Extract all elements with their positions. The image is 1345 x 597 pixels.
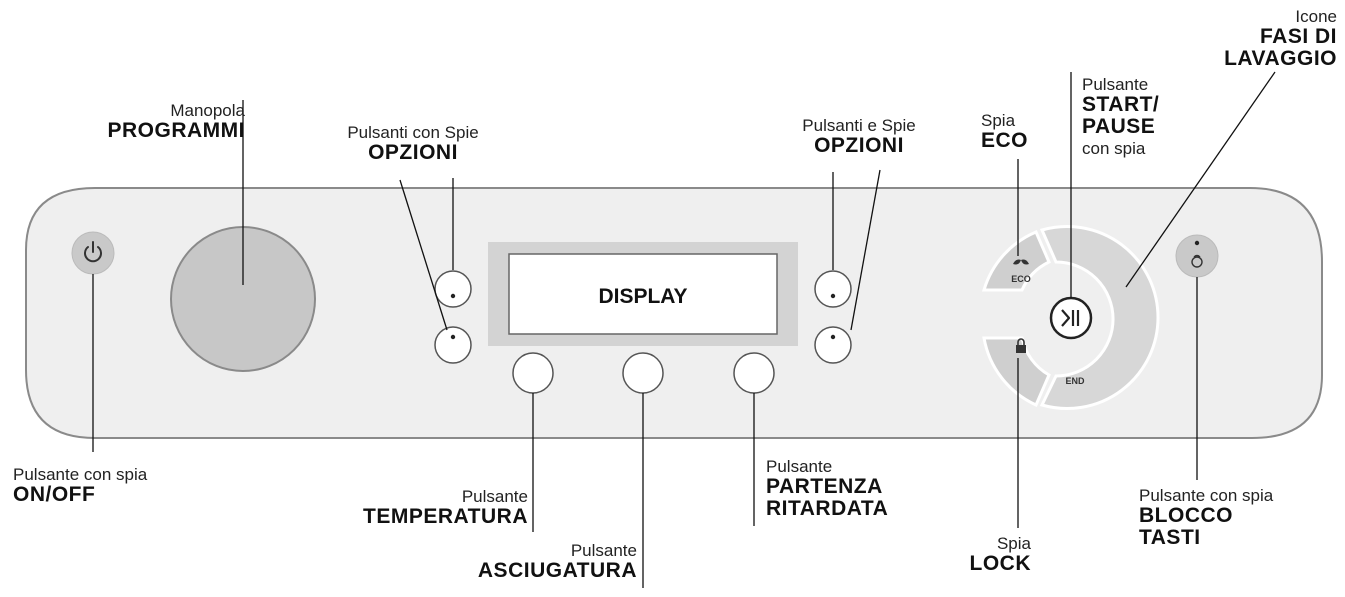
eco-icon-label: ECO xyxy=(1011,274,1031,284)
power-icon xyxy=(84,241,102,263)
key-lock-icon xyxy=(1191,254,1203,268)
label-on-off: Pulsante con spia ON/OFF xyxy=(13,466,147,506)
label-start-pause-small: Pulsante xyxy=(1082,75,1149,94)
label-partenza-bold-1: PARTENZA xyxy=(766,474,883,498)
label-start-pause-small-2: con spia xyxy=(1082,138,1146,158)
label-partenza-small: Pulsante xyxy=(766,457,833,476)
label-eco: Spia ECO xyxy=(981,112,1028,152)
label-on-off-small: Pulsante con spia xyxy=(13,465,148,484)
label-programmi-small: Manopola xyxy=(170,101,245,120)
label-fasi-bold-2: LAVAGGIO xyxy=(1224,46,1337,70)
wash-phases-ring xyxy=(1039,225,1160,410)
end-icon-label: END xyxy=(1065,376,1085,386)
eco-leaf-icon xyxy=(1013,259,1029,265)
label-asciugatura-small: Pulsante xyxy=(570,541,637,560)
label-programmi: Manopola PROGRAMMI xyxy=(108,102,246,142)
option-led-right-bottom xyxy=(830,334,836,340)
label-on-off-bold: ON/OFF xyxy=(13,482,96,506)
option-button-right-bottom[interactable] xyxy=(814,326,852,364)
label-opzioni-left-bold: OPZIONI xyxy=(368,140,458,164)
label-asciugatura: Pulsante ASCIUGATURA xyxy=(478,542,637,582)
label-start-pause-bold-2: PAUSE xyxy=(1082,114,1156,138)
option-led-left-bottom xyxy=(450,334,456,340)
lock-icon xyxy=(1016,338,1026,353)
label-asciugatura-bold: ASCIUGATURA xyxy=(477,558,637,582)
label-temperatura: Pulsante TEMPERATURA xyxy=(363,488,528,528)
key-lock-led xyxy=(1194,240,1200,246)
label-eco-bold: ECO xyxy=(981,128,1029,152)
display-label: DISPLAY xyxy=(598,285,687,308)
label-temperatura-bold: TEMPERATURA xyxy=(363,504,528,528)
label-blocco-bold-1: BLOCCO xyxy=(1139,503,1233,527)
leader-fasi xyxy=(1125,71,1276,288)
label-start-pause: Pulsante START/ PAUSE con spia xyxy=(1082,76,1159,158)
temperature-button[interactable] xyxy=(512,352,554,394)
label-fasi: Icone FASI DI LAVAGGIO xyxy=(1224,8,1337,70)
label-start-pause-bold-1: START/ xyxy=(1082,92,1160,116)
option-button-left-bottom[interactable] xyxy=(434,326,472,364)
option-led-right-top xyxy=(830,293,836,299)
label-opzioni-right-small: Pulsanti e Spie xyxy=(802,116,916,135)
option-button-right-top[interactable] xyxy=(814,270,852,308)
label-fasi-small: Icone xyxy=(1295,7,1337,26)
label-opzioni-left: Pulsanti con Spie OPZIONI xyxy=(333,124,493,164)
option-button-left-top[interactable] xyxy=(434,270,472,308)
label-partenza: Pulsante PARTENZA RITARDATA xyxy=(766,458,888,520)
label-opzioni-right-bold: OPZIONI xyxy=(814,133,904,157)
label-lock-small: Spia xyxy=(996,534,1031,553)
label-partenza-bold-2: RITARDATA xyxy=(766,496,889,520)
start-pause-button[interactable] xyxy=(1049,296,1093,340)
label-lock-bold: LOCK xyxy=(969,551,1031,575)
lock-segment xyxy=(982,336,1051,407)
delay-start-button[interactable] xyxy=(733,352,775,394)
play-pause-icon xyxy=(1061,309,1080,327)
drying-button[interactable] xyxy=(622,352,664,394)
option-led-left-top xyxy=(450,293,456,299)
label-opzioni-right: Pulsanti e Spie OPZIONI xyxy=(779,117,939,157)
label-eco-small: Spia xyxy=(981,111,1016,130)
label-programmi-bold: PROGRAMMI xyxy=(107,118,245,142)
label-fasi-bold-1: FASI DI xyxy=(1259,24,1337,48)
label-lock: Spia LOCK xyxy=(970,535,1032,575)
label-blocco-small: Pulsante con spia xyxy=(1139,486,1274,505)
leader-opzioni-right-2 xyxy=(850,169,881,331)
leader-opzioni-left-1 xyxy=(399,179,448,331)
label-blocco: Pulsante con spia BLOCCO TASTI xyxy=(1139,487,1273,549)
leader-lines xyxy=(92,71,1276,588)
label-blocco-bold-2: TASTI xyxy=(1139,525,1201,549)
display-screen xyxy=(508,253,778,335)
label-opzioni-left-small: Pulsanti con Spie xyxy=(347,123,479,142)
label-temperatura-small: Pulsante xyxy=(461,487,528,506)
